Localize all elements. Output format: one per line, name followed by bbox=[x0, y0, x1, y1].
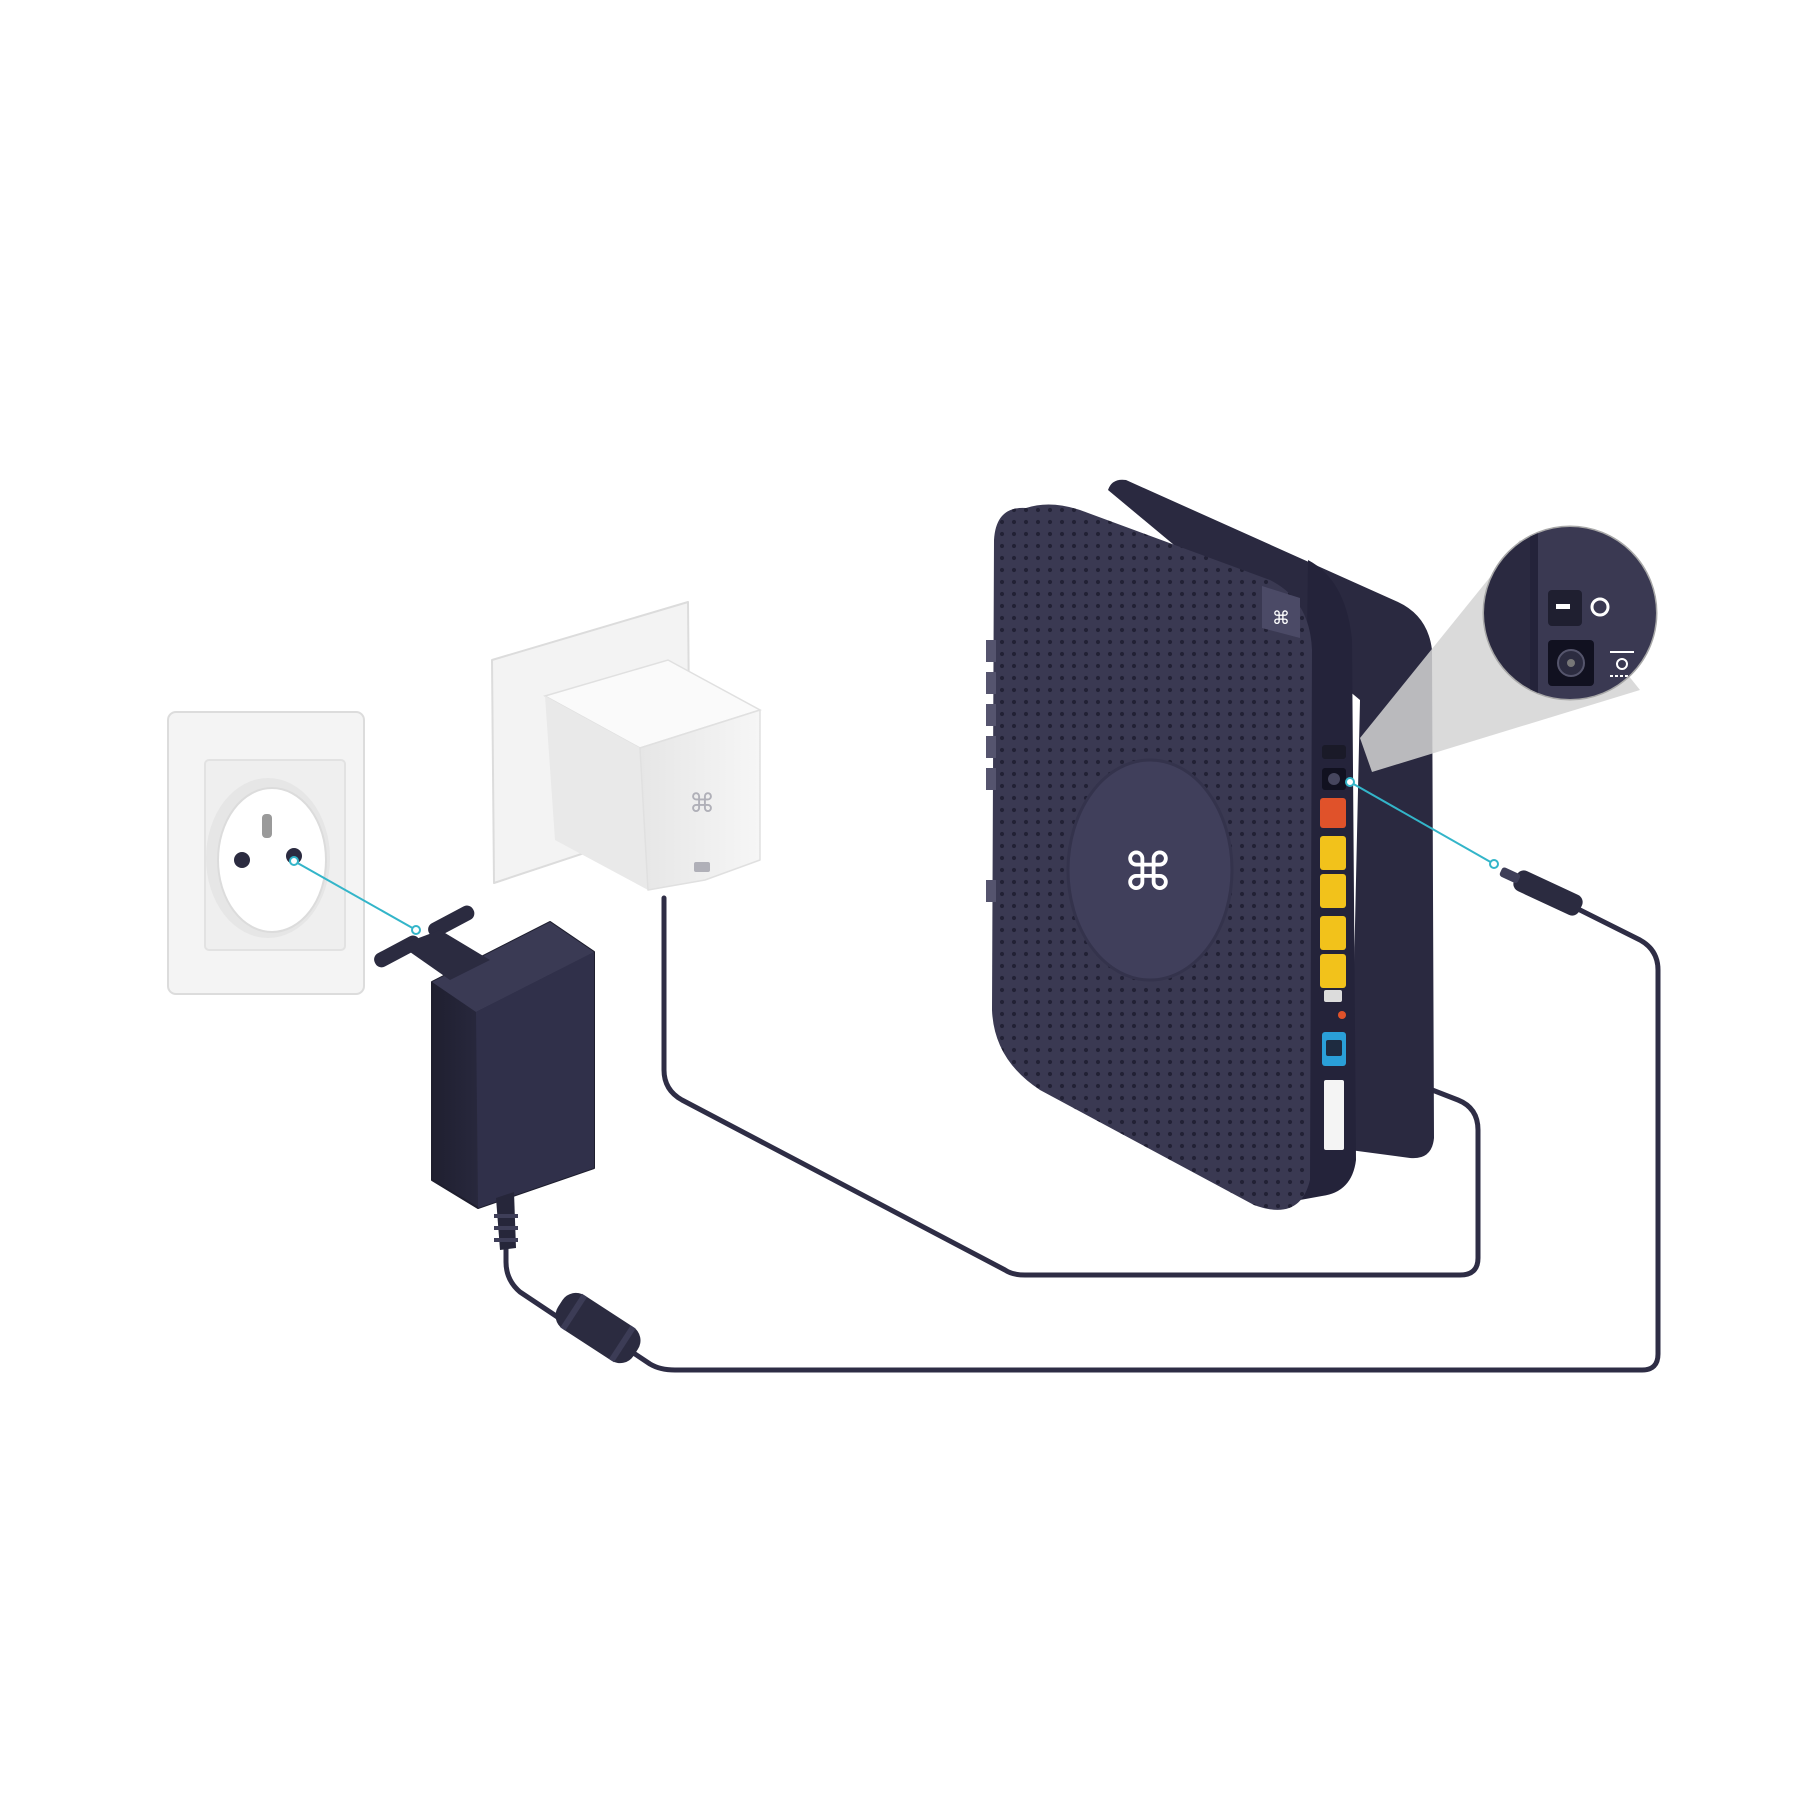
module-logo-icon: ⌘ bbox=[689, 789, 715, 819]
connection-guides bbox=[289, 777, 1499, 935]
power-cable-long bbox=[629, 907, 1661, 1373]
dc-plug bbox=[1499, 867, 1583, 916]
router-label-sticker bbox=[1324, 1080, 1344, 1150]
router-side-vents bbox=[986, 640, 996, 902]
power-adapter bbox=[374, 905, 595, 1250]
lan-port-4[interactable] bbox=[1320, 954, 1346, 988]
usb-port[interactable] bbox=[1324, 990, 1342, 1002]
plug-to-jack-guide bbox=[1349, 781, 1495, 865]
socket-to-adapter-guide bbox=[293, 860, 417, 931]
socket-hole-left bbox=[234, 852, 250, 868]
fibre-module: ⌘ bbox=[491, 601, 762, 891]
fibre-port-mark bbox=[694, 862, 710, 872]
lan-port-2[interactable] bbox=[1320, 874, 1346, 908]
router-tab-logo-icon: ⌘ bbox=[1272, 608, 1290, 629]
router-top-tab bbox=[1262, 586, 1300, 638]
lan-port-1[interactable] bbox=[1320, 836, 1346, 870]
router-ports bbox=[1320, 745, 1346, 1150]
power-switch-icon bbox=[1548, 590, 1610, 626]
router-central-disc bbox=[1066, 758, 1234, 982]
dc-jack-zoom bbox=[1548, 640, 1594, 686]
lan-port-3[interactable] bbox=[1320, 916, 1346, 950]
router-logo-icon: ⌘ bbox=[1122, 843, 1174, 903]
fibre-cable bbox=[661, 895, 1481, 1278]
reset-button[interactable] bbox=[1338, 1011, 1346, 1019]
adapter-prong-top bbox=[428, 905, 475, 938]
router: ⌘ ⌘ bbox=[986, 479, 1434, 1210]
power-cable bbox=[503, 1242, 568, 1325]
router-rear-plate bbox=[1108, 479, 1434, 1159]
cables bbox=[503, 867, 1661, 1373]
wan-port-red[interactable] bbox=[1320, 798, 1346, 828]
power-port-callout bbox=[1360, 525, 1658, 772]
ferrite-choke bbox=[555, 1292, 641, 1364]
power-switch[interactable] bbox=[1322, 745, 1346, 759]
wall-socket bbox=[167, 711, 365, 995]
